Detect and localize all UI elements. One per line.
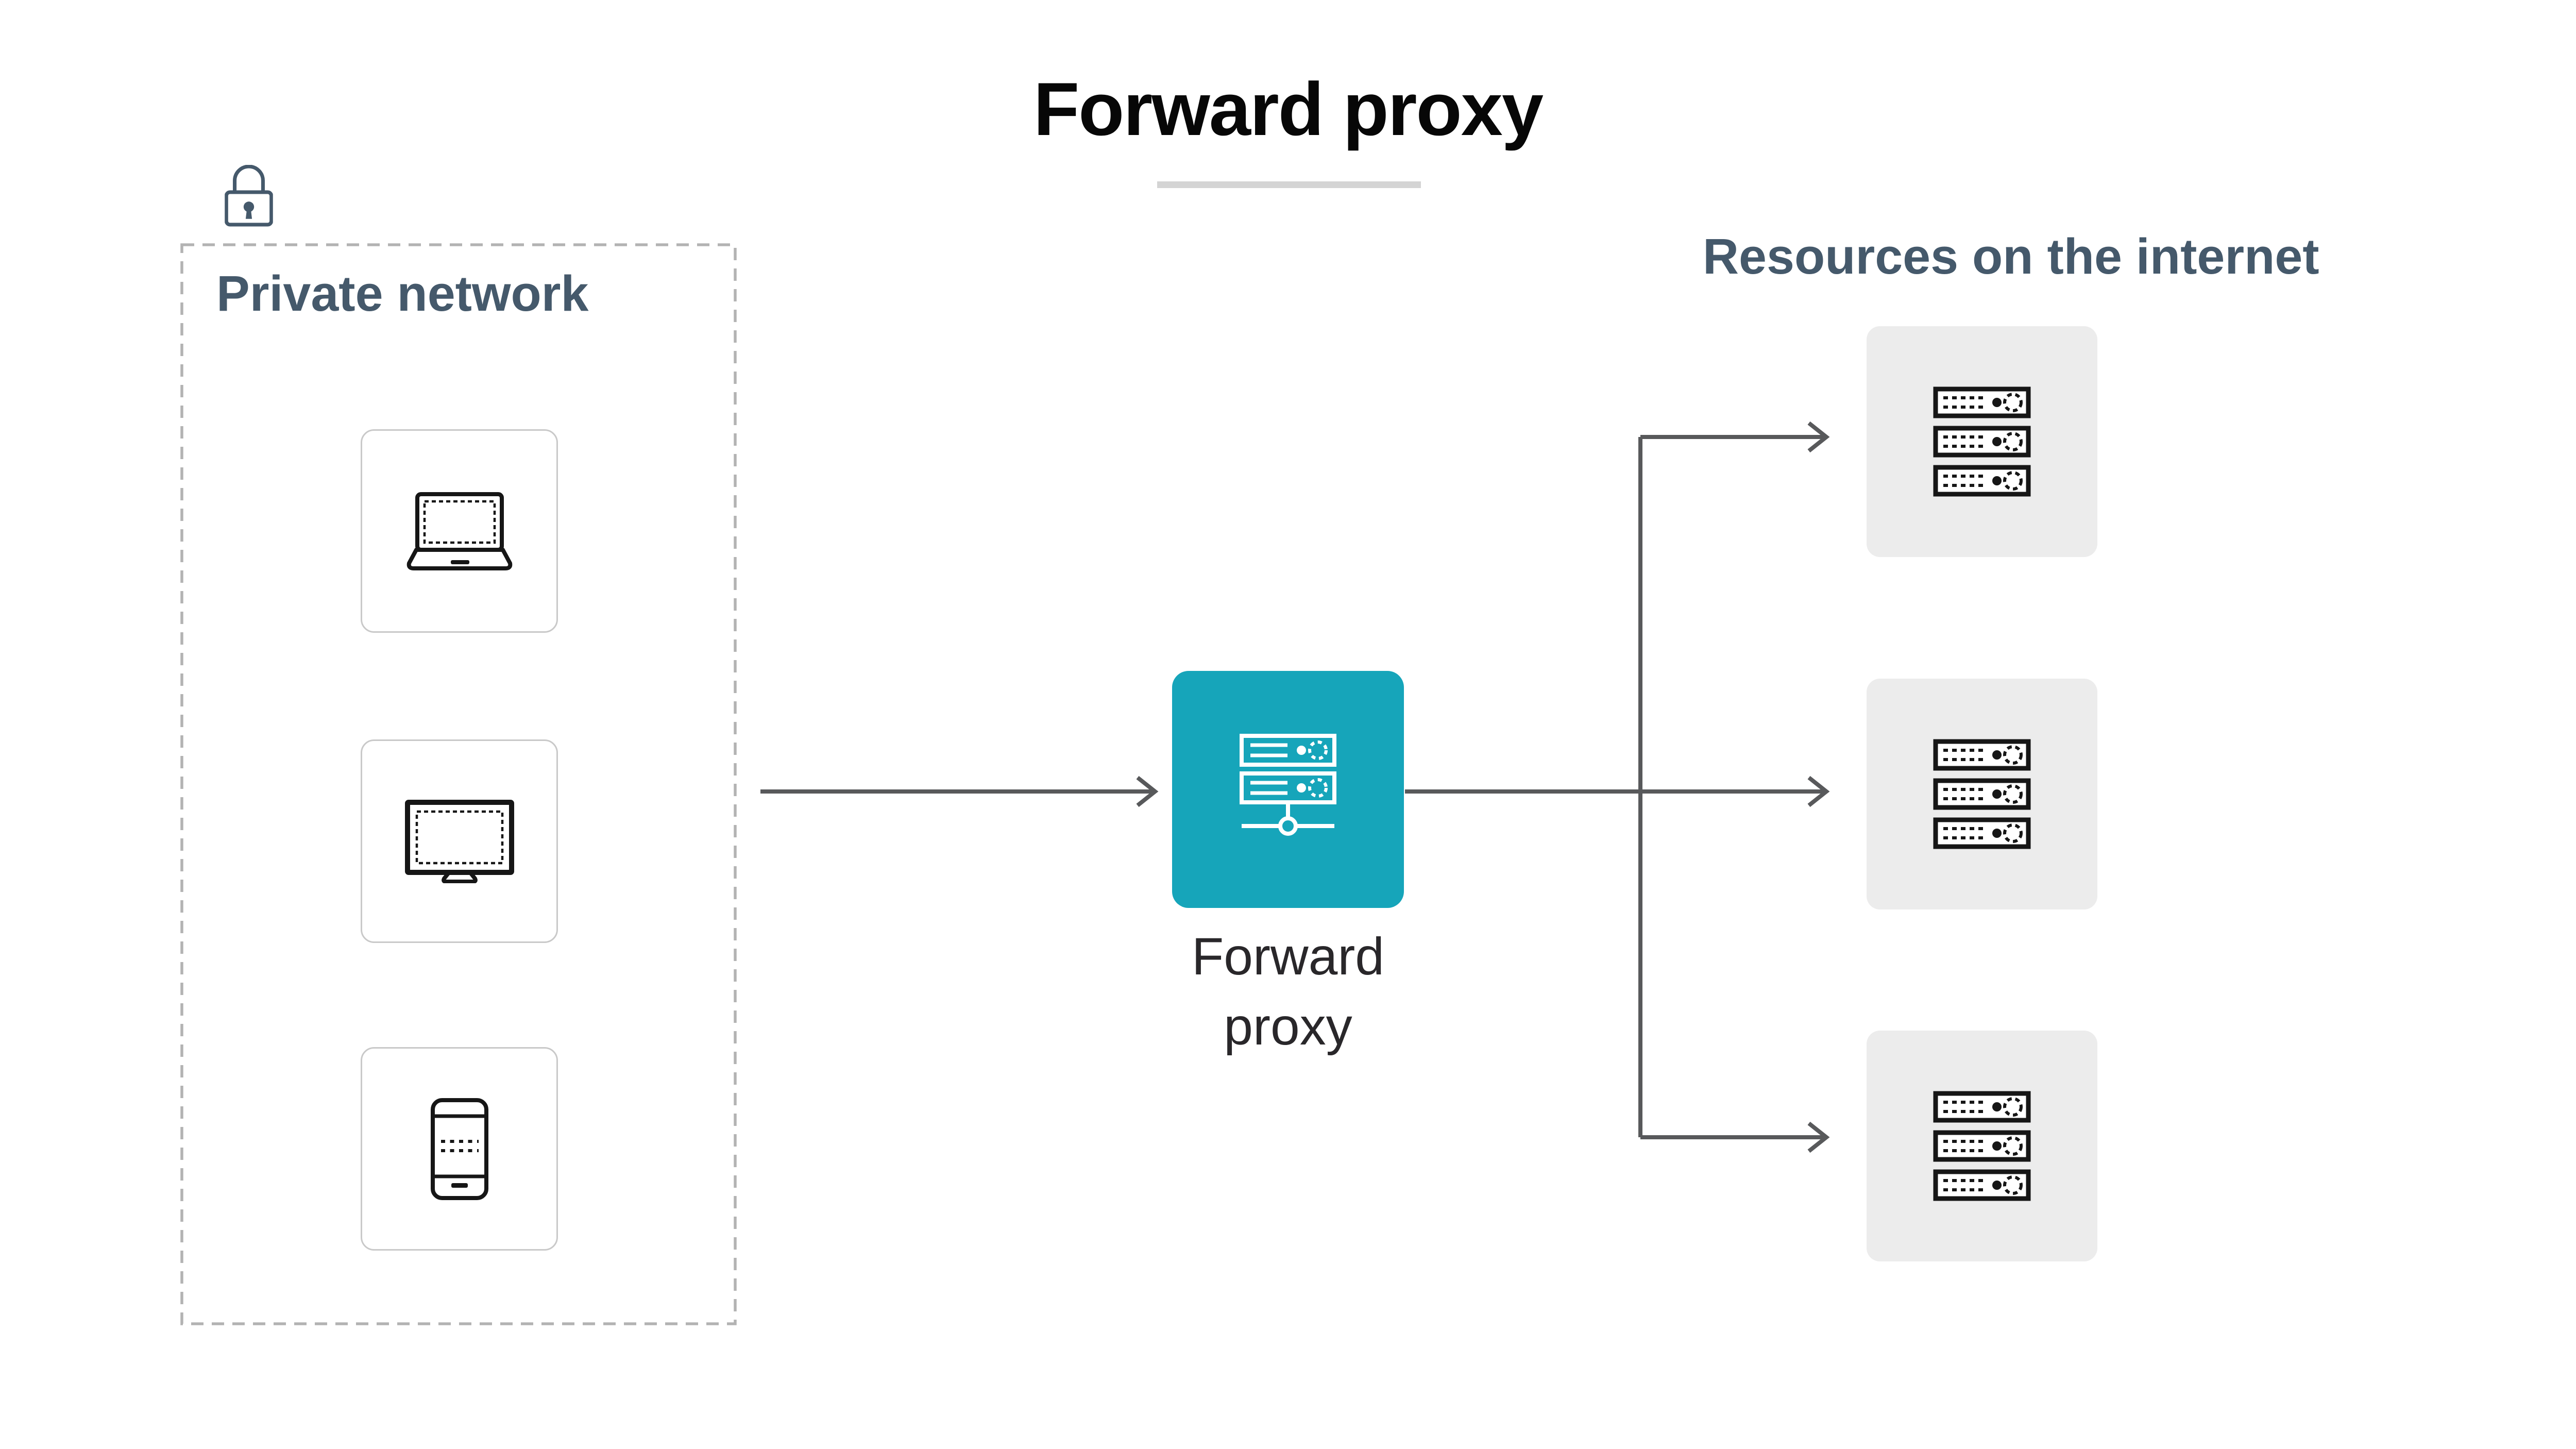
- server-rack-icon: [1933, 386, 2031, 497]
- arrowhead-resource-1: [1807, 421, 1830, 453]
- arrowhead-resource-3: [1807, 1121, 1830, 1153]
- diagram-title: Forward proxy: [1033, 67, 1544, 151]
- arrowhead-resource-2: [1807, 776, 1830, 807]
- proxy-server-icon: [1239, 734, 1337, 845]
- forward-proxy-label: Forward proxy: [1121, 921, 1455, 1062]
- server-rack-icon: [1933, 739, 2031, 849]
- resources-label: Resources on the internet: [1703, 228, 2319, 284]
- device-card-smartphone: [361, 1047, 558, 1251]
- monitor-icon: [405, 800, 514, 883]
- smartphone-icon: [431, 1098, 488, 1200]
- resource-server-card-3: [1867, 1031, 2097, 1261]
- laptop-icon: [405, 492, 514, 570]
- resource-server-card-1: [1867, 326, 2097, 557]
- private-network-label: Private network: [216, 265, 589, 322]
- device-card-monitor: [361, 739, 558, 943]
- forward-proxy-label-line2: proxy: [1224, 997, 1352, 1056]
- device-card-laptop: [361, 429, 558, 633]
- resource-server-card-2: [1867, 679, 2097, 909]
- arrowhead-proxy: [1136, 776, 1159, 807]
- title-underline-rule: [1157, 181, 1421, 188]
- forward-proxy-node: [1172, 671, 1404, 908]
- lock-icon: [225, 165, 273, 227]
- forward-proxy-label-line1: Forward: [1191, 927, 1385, 986]
- server-rack-icon: [1933, 1091, 2031, 1201]
- private-network-boundary: [180, 243, 737, 1325]
